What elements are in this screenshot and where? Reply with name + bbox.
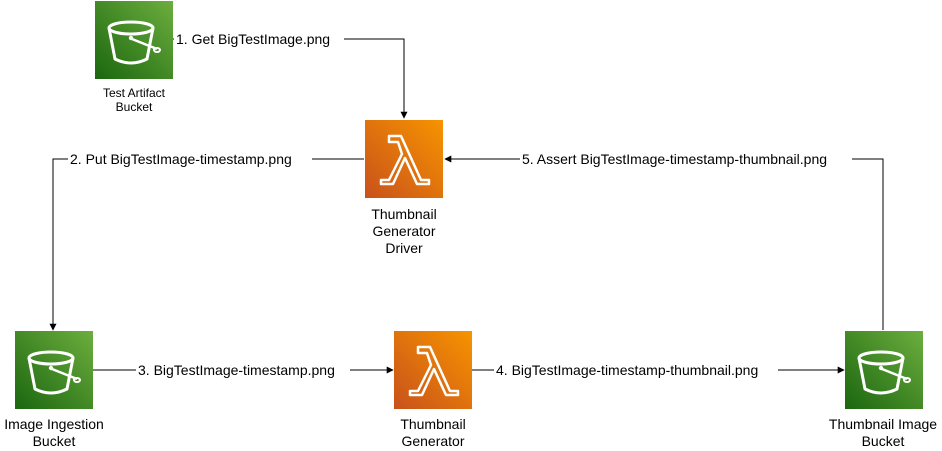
edge-3-label: 3. BigTestImage-timestamp.png <box>138 362 335 378</box>
node-thumbnail-generator-driver: Thumbnail Generator Driver <box>365 120 443 256</box>
node-thumbnail-generator: Thumbnail Generator <box>394 331 472 449</box>
node-label-line1: Thumbnail <box>400 416 465 432</box>
edge-1: 1. Get BigTestImage.png <box>172 30 408 119</box>
node-thumbnail-image-bucket: Thumbnail Image Bucket <box>829 331 937 449</box>
node-label-line2: Generator <box>401 433 464 449</box>
node-label-line2: Bucket <box>116 100 153 114</box>
lambda-icon <box>394 331 472 409</box>
node-test-artifact-bucket: Test Artifact Bucket <box>95 1 173 114</box>
edge-5: 5. Assert BigTestImage-timestamp-thumbna… <box>444 150 884 330</box>
node-label-line1: Image Ingestion <box>4 416 104 432</box>
bucket-icon <box>95 1 173 79</box>
node-label-line1: Thumbnail <box>371 206 436 222</box>
node-label-line2: Bucket <box>33 433 76 449</box>
edge-5-label-bg <box>520 150 852 168</box>
lambda-icon <box>365 120 443 198</box>
edge-4-label-bg <box>494 361 778 379</box>
node-label-line1: Test Artifact <box>103 86 166 100</box>
edge-2-line <box>49 158 364 331</box>
edge-2-label-bg <box>68 150 312 168</box>
edge-1-label-bg <box>174 30 344 48</box>
edge-5-line <box>444 155 884 330</box>
node-label-line2: Bucket <box>862 433 905 449</box>
node-label-line3: Driver <box>385 240 423 256</box>
node-image-ingestion-bucket: Image Ingestion Bucket <box>4 331 104 449</box>
edge-3: 3. BigTestImage-timestamp.png <box>93 361 394 379</box>
node-label-line1: Thumbnail Image <box>829 416 937 432</box>
bucket-icon <box>15 331 93 409</box>
edge-4-label: 4. BigTestImage-timestamp-thumbnail.png <box>496 362 758 378</box>
edge-3-label-bg <box>136 361 350 379</box>
edge-2: 2. Put BigTestImage-timestamp.png <box>49 150 364 331</box>
edge-1-line <box>172 38 408 119</box>
node-label-line2: Generator <box>372 223 435 239</box>
edge-4: 4. BigTestImage-timestamp-thumbnail.png <box>472 361 845 379</box>
edge-2-label: 2. Put BigTestImage-timestamp.png <box>70 151 292 167</box>
bucket-icon <box>845 331 923 409</box>
edge-1-label: 1. Get BigTestImage.png <box>176 31 330 47</box>
edge-5-label: 5. Assert BigTestImage-timestamp-thumbna… <box>522 151 827 167</box>
